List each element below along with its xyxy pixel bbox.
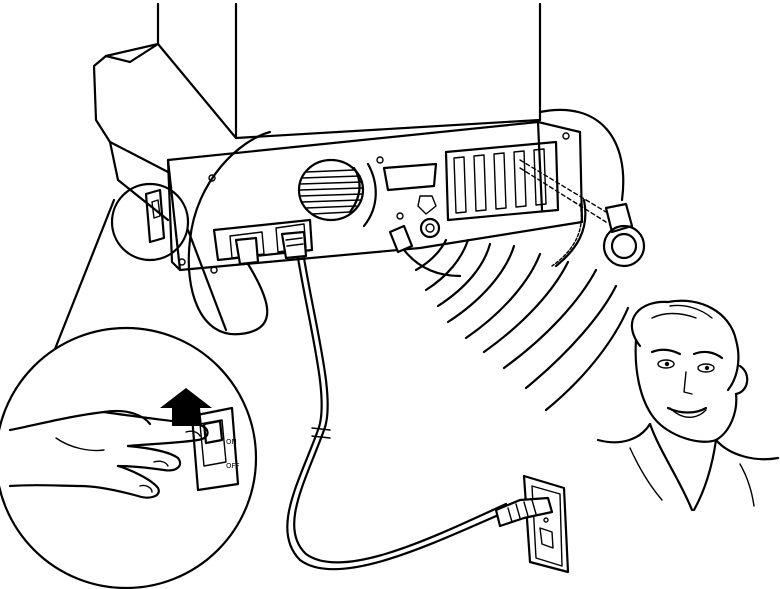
switch-on-label: ON bbox=[226, 438, 237, 446]
person-face bbox=[598, 301, 778, 510]
wall-outlet bbox=[496, 476, 568, 572]
system-unit bbox=[94, 4, 582, 273]
switch-off-label: OFF bbox=[226, 462, 240, 470]
